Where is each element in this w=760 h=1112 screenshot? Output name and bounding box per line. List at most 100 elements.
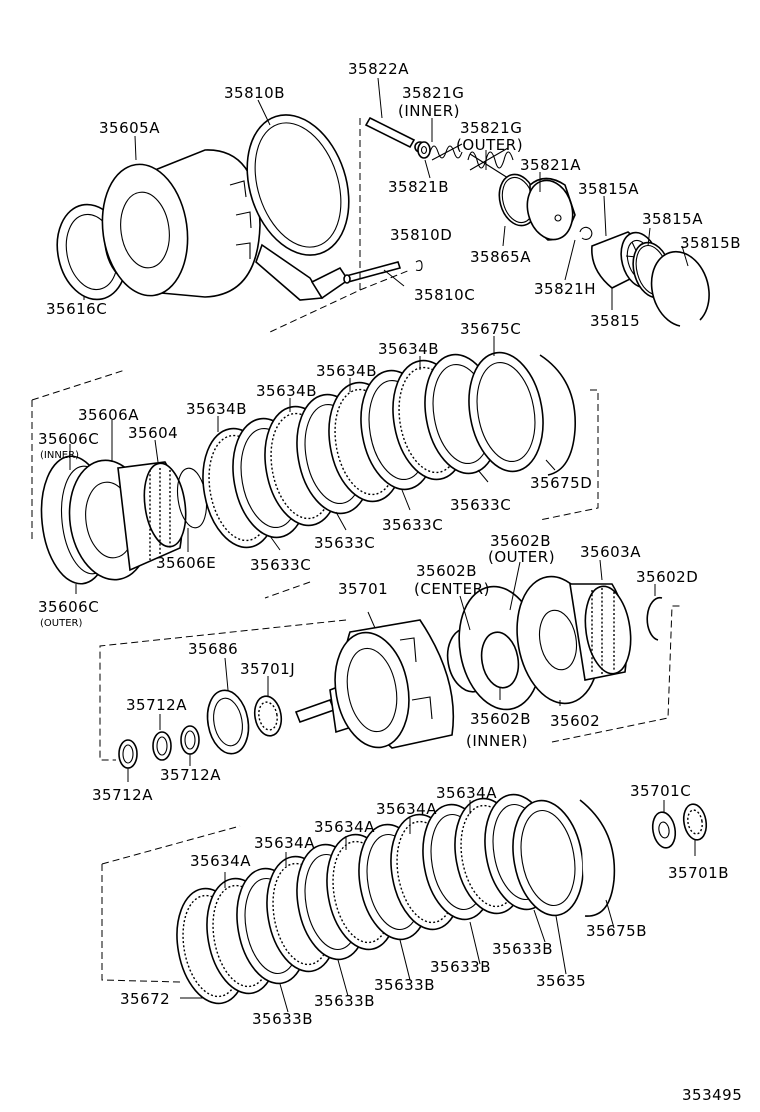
label-35822A: 35822A	[348, 60, 409, 78]
part-35815B-snapring	[650, 250, 710, 327]
label-35634B-1: 35634B	[378, 340, 439, 358]
label-35821B: 35821B	[388, 178, 449, 196]
label-outer-note-small: (OUTER)	[40, 618, 82, 629]
label-35634B-2: 35634B	[316, 362, 377, 380]
label-35701J: 35701J	[240, 660, 295, 678]
part-35701C-race	[651, 811, 677, 849]
label-35602B-inner: 35602B	[470, 710, 531, 728]
label-35701C: 35701C	[630, 782, 691, 800]
label-35633C-1: 35633C	[450, 496, 511, 514]
label-35675B: 35675B	[586, 922, 647, 940]
part-35810B-band	[246, 114, 350, 301]
label-35633B-5: 35633B	[252, 1010, 313, 1028]
label-35634B-3: 35634B	[256, 382, 317, 400]
label-35633C-3: 35633C	[314, 534, 375, 552]
leader-lines	[69, 77, 696, 1013]
part-35603A-hub	[569, 583, 632, 681]
part-35822A-pin	[364, 116, 426, 153]
part-labels: 35822A 35810B 35821G (INNER) 35605A 3582…	[38, 60, 742, 1104]
group-input-shaft	[99, 575, 680, 769]
label-35675D: 35675D	[530, 474, 592, 492]
outline-section-2	[31, 369, 599, 599]
part-35810C-pin	[343, 261, 402, 284]
label-outer-note-2: (OUTER)	[488, 548, 555, 566]
label-35634A-1: 35634A	[436, 784, 497, 802]
clutch-plates-b	[176, 793, 584, 1005]
label-35865A: 35865A	[470, 248, 531, 266]
part-35686-washer	[206, 689, 250, 755]
diagram-id: 353495	[682, 1086, 742, 1104]
label-inner-note-1: (INNER)	[398, 102, 460, 120]
part-35675D-snapring	[539, 354, 576, 476]
label-35686: 35686	[188, 640, 238, 658]
label-35634A-3: 35634A	[314, 818, 375, 836]
label-35815A-1: 35815A	[578, 180, 639, 198]
part-35604-hub	[117, 461, 187, 572]
outline-section-1	[269, 118, 411, 333]
part-35605A-drum	[101, 149, 261, 298]
label-35602D: 35602D	[636, 568, 698, 586]
part-35821G-inner-spring	[429, 143, 463, 161]
label-35633C-2: 35633C	[382, 516, 443, 534]
label-35821A: 35821A	[520, 156, 581, 174]
part-35821B-washer	[417, 141, 431, 159]
part-35602D-snapring	[646, 596, 663, 641]
part-35821G-outer-spring	[467, 147, 514, 179]
label-35701: 35701	[338, 580, 388, 598]
label-35634A-2: 35634A	[376, 800, 437, 818]
label-35602B-center: 35602B	[416, 562, 477, 580]
label-35616C: 35616C	[46, 300, 107, 318]
label-35675C: 35675C	[460, 320, 521, 338]
part-35701B-bearing	[682, 803, 708, 841]
label-35633B-4: 35633B	[314, 992, 375, 1010]
label-35634A-5: 35634A	[190, 852, 251, 870]
label-35634A-4: 35634A	[254, 834, 315, 852]
part-35701-input-shaft	[294, 619, 455, 749]
label-35633B-2: 35633B	[430, 958, 491, 976]
label-inner-note-2: (INNER)	[466, 732, 528, 750]
label-35633C-4: 35633C	[250, 556, 311, 574]
label-center-note: (CENTER)	[414, 580, 490, 598]
part-35701J-bearing	[253, 695, 283, 737]
label-35815B: 35815B	[680, 234, 741, 252]
label-35633B-1: 35633B	[492, 940, 553, 958]
label-35712A-3: 35712A	[92, 786, 153, 804]
label-35606A: 35606A	[78, 406, 139, 424]
label-35633B-3: 35633B	[374, 976, 435, 994]
label-35712A-1: 35712A	[126, 696, 187, 714]
label-35602B-outer: 35602B	[490, 532, 551, 550]
label-35606C-outer: 35606C	[38, 598, 99, 616]
label-inner-note-small: (INNER)	[40, 450, 79, 461]
label-35606C-inner: 35606C	[38, 430, 99, 448]
outline-section-4	[101, 825, 241, 983]
label-35810C: 35810C	[414, 286, 475, 304]
clutch-plates-c	[202, 351, 544, 549]
group-clutch-pack-c	[31, 351, 599, 599]
label-35604: 35604	[128, 424, 178, 442]
label-35701B: 35701B	[668, 864, 729, 882]
label-35634B-4: 35634B	[186, 400, 247, 418]
label-35603A: 35603A	[580, 543, 641, 561]
label-35815A-2: 35815A	[642, 210, 703, 228]
label-35602: 35602	[550, 712, 600, 730]
label-35821G-outer: 35821G	[460, 119, 522, 137]
label-35810D: 35810D	[390, 226, 452, 244]
part-35821A-piston	[526, 177, 576, 241]
part-35675B-snapring	[579, 799, 616, 917]
part-35712A-washers	[118, 725, 200, 769]
plate-35675C-flange	[468, 351, 544, 473]
label-outer-note-1: (OUTER)	[456, 136, 523, 154]
group-clutch-pack-b	[101, 793, 708, 1005]
part-35821H-clip	[579, 226, 593, 240]
label-35815: 35815	[590, 312, 640, 330]
label-35606E: 35606E	[156, 554, 216, 572]
label-35821H: 35821H	[534, 280, 596, 298]
label-35605A: 35605A	[99, 119, 160, 137]
outline-section-3	[99, 605, 680, 761]
label-35821G-inner: 35821G	[402, 84, 464, 102]
part-35810D-clip	[415, 260, 423, 272]
group-brake-band-servo	[56, 114, 710, 333]
label-35635: 35635	[536, 972, 586, 990]
label-35672: 35672	[120, 990, 170, 1008]
